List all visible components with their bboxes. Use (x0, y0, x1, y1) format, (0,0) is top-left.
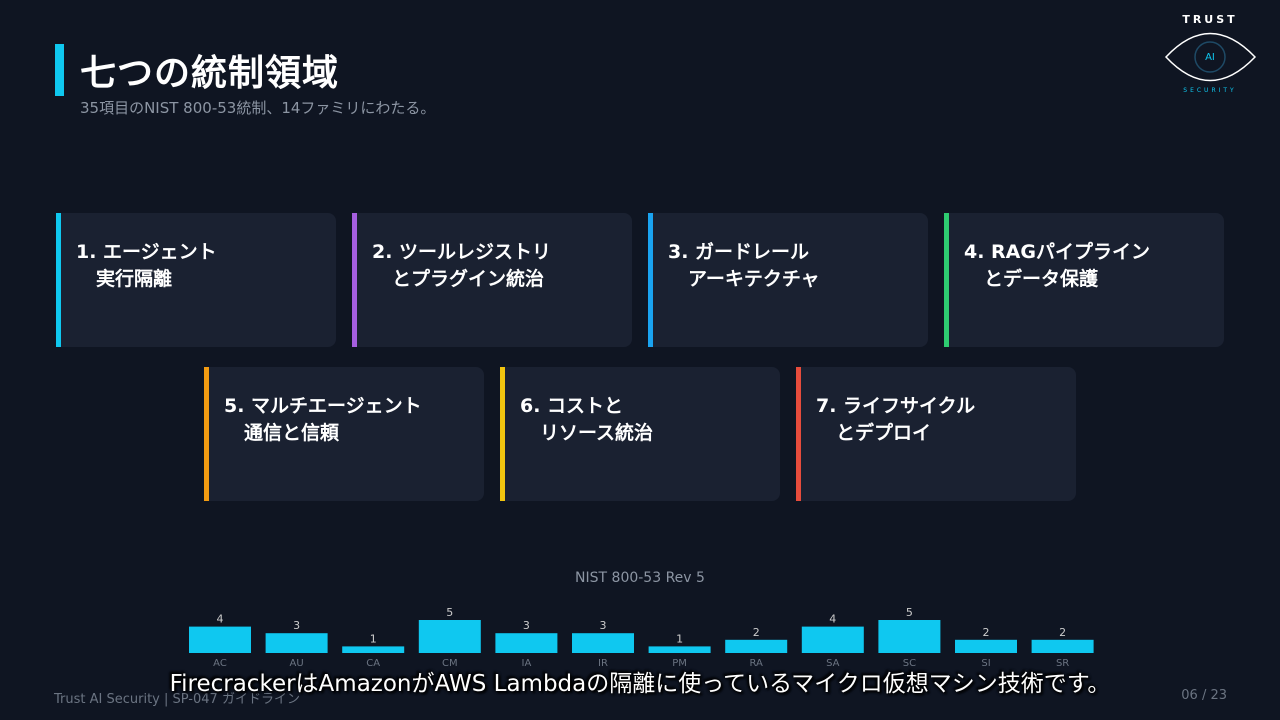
control-domain-card: 3. ガードレールアーキテクチャ (648, 213, 928, 347)
bar-SA (801, 626, 864, 653)
trust-ai-security-logo: TRUST AI SECURITY (1164, 13, 1257, 94)
card-accent-bar (204, 367, 209, 501)
page-title: 七つの統制領域 (80, 53, 340, 94)
category-label: IR (598, 658, 608, 669)
bar-SI (955, 639, 1017, 653)
card-title-line1: 5. マルチエージェント (224, 395, 422, 417)
bar-value-label: 4 (829, 613, 836, 626)
title-accent-bar (55, 44, 64, 96)
control-domain-card: 5. マルチエージェント通信と信頼 (204, 367, 484, 501)
page-number: 06 / 23 (1181, 688, 1227, 703)
bar-value-label: 3 (293, 619, 300, 632)
bar-SR (1031, 639, 1094, 653)
card-title-line2: リソース統治 (540, 422, 654, 444)
category-label: RA (750, 658, 764, 669)
bar-value-label: 2 (1059, 626, 1066, 639)
bar-value-label: 5 (446, 606, 453, 619)
svg-text:SECURITY: SECURITY (1183, 87, 1236, 94)
bar-value-label: 2 (753, 626, 760, 639)
card-title-line2: とデータ保護 (984, 268, 1099, 290)
category-label: CM (442, 658, 458, 669)
card-title-line2: アーキテクチャ (688, 268, 820, 290)
bar-CM (418, 620, 481, 653)
card-accent-bar (648, 213, 653, 347)
bar-value-label: 4 (217, 613, 224, 626)
control-domain-card: 2. ツールレジストリとプラグイン統治 (352, 213, 632, 347)
bar-value-label: 1 (370, 632, 377, 645)
bar-value-label: 1 (676, 632, 683, 645)
bar-SC (878, 620, 941, 653)
category-label: CA (366, 658, 380, 669)
bar-IR (572, 633, 634, 653)
control-domain-card: 7. ライフサイクルとデプロイ (796, 367, 1076, 501)
category-label: PM (672, 658, 687, 669)
nist-family-bar-chart: 4AC 3AU 1CA 5CM 3IA 3IR 1PM 2RA 4SA 5SC 2SI 2SR (189, 606, 1094, 669)
card-title-line1: 3. ガードレール (668, 241, 810, 263)
card-accent-bar (796, 367, 801, 501)
bar-IA (495, 633, 558, 653)
card-title-line2: とプラグイン統治 (392, 268, 545, 290)
control-domain-card: 4. RAGパイプラインとデータ保護 (944, 213, 1224, 347)
svg-text:AI: AI (1205, 52, 1215, 63)
bar-value-label: 2 (983, 626, 990, 639)
footer-text: Trust AI Security | SP-047 ガイドライン (54, 692, 300, 707)
card-title-line1: 1. エージェント (76, 241, 217, 263)
card-title-line2: とデプロイ (836, 422, 932, 444)
card-title-line1: 4. RAGパイプライン (964, 241, 1150, 263)
chart-title: NIST 800-53 Rev 5 (575, 570, 705, 586)
card-title-line1: 2. ツールレジストリ (372, 241, 552, 263)
category-label: SR (1056, 658, 1069, 669)
card-accent-bar (56, 213, 61, 347)
bar-value-label: 3 (600, 619, 607, 632)
category-label: SI (981, 658, 990, 669)
category-label: AC (213, 658, 227, 669)
bar-AU (265, 633, 328, 653)
bar-value-label: 3 (523, 619, 530, 632)
bar-value-label: 5 (906, 606, 913, 619)
bar-PM (648, 646, 711, 653)
card-title-line2: 通信と信頼 (244, 422, 340, 444)
category-label: AU (290, 658, 304, 669)
page-subtitle: 35項目のNIST 800-53統制、14ファミリにわたる。 (80, 99, 436, 117)
bar-CA (342, 646, 405, 653)
category-label: SC (903, 658, 916, 669)
category-label: SA (826, 658, 840, 669)
control-domain-card: 1. エージェント実行隔離 (56, 213, 336, 347)
control-domain-card: 6. コストとリソース統治 (500, 367, 780, 501)
card-accent-bar (352, 213, 357, 347)
category-label: IA (522, 658, 532, 669)
card-accent-bar (500, 367, 505, 501)
card-title-line1: 6. コストと (520, 395, 624, 417)
svg-text:TRUST: TRUST (1182, 13, 1237, 26)
subtitle-caption: FirecrackerはAmazonがAWS Lambdaの隔離に使っているマイ… (169, 671, 1111, 697)
card-title-line2: 実行隔離 (96, 268, 173, 290)
card-title-line1: 7. ライフサイクル (816, 395, 976, 417)
card-accent-bar (944, 213, 949, 347)
bar-AC (189, 626, 251, 653)
bar-RA (725, 639, 788, 653)
